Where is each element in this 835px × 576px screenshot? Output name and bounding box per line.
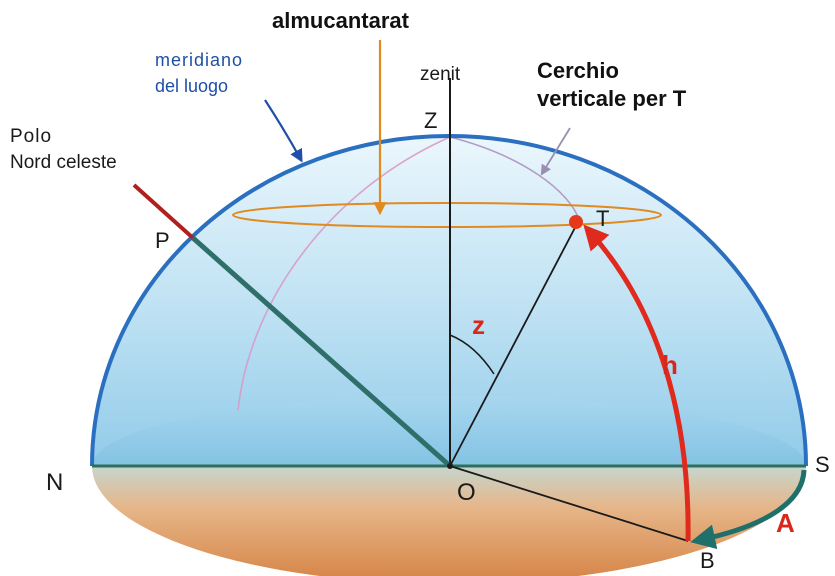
label-almucantarat: almucantarat xyxy=(272,8,410,33)
zenith-angle-arc xyxy=(449,334,495,375)
label-S: S xyxy=(815,452,830,477)
ground-disk xyxy=(92,466,806,576)
label-T: T xyxy=(596,206,609,231)
polar-axis-outside xyxy=(132,183,195,240)
observer-point xyxy=(447,463,453,469)
label-cerchio-line1: Cerchio xyxy=(537,58,619,83)
line-O-T xyxy=(449,221,579,467)
label-B: B xyxy=(700,548,715,573)
label-P: P xyxy=(155,228,170,253)
line-O-B xyxy=(449,465,689,542)
polar-axis-inside xyxy=(191,236,452,468)
label-z-angle: z xyxy=(472,310,485,340)
meridian-pointer xyxy=(264,99,303,163)
label-polo-line2: Nord celeste xyxy=(10,152,117,173)
vertical-circle-arc xyxy=(449,136,581,223)
label-Z: Z xyxy=(424,108,437,133)
label-zenit: zenit xyxy=(420,64,461,85)
vertical-circle-pointer xyxy=(540,127,571,176)
label-cerchio-line2: verticale per T xyxy=(537,86,687,111)
almucantarat-circle xyxy=(232,202,662,228)
meridian-arc xyxy=(237,136,451,411)
label-polo-line1: Polo xyxy=(10,126,52,147)
altitude-arc xyxy=(583,224,691,542)
azimuth-arc xyxy=(690,469,807,550)
star-T-marker xyxy=(569,215,583,229)
label-O: O xyxy=(457,479,476,506)
label-A-azimuth: A xyxy=(776,508,795,538)
label-h-altitude: h xyxy=(662,350,678,380)
label-meridiano-line2: del luogo xyxy=(155,76,228,96)
label-meridiano-line1: meridiano xyxy=(155,50,243,70)
label-N: N xyxy=(46,469,63,496)
